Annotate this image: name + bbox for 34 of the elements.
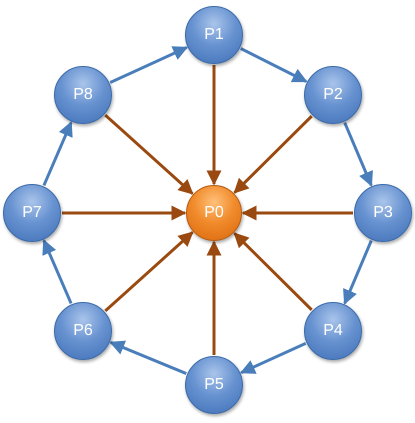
arrow [242, 206, 353, 220]
node-label: P5 [204, 376, 224, 394]
process-circle [304, 302, 362, 360]
arrow [343, 240, 373, 305]
hub-circle [186, 185, 242, 241]
process-circle [304, 66, 362, 124]
arrow [104, 114, 194, 195]
arrow [42, 239, 72, 304]
arrow [206, 240, 222, 355]
node-label: P6 [73, 322, 93, 340]
node-label: P1 [204, 26, 224, 44]
arrow [104, 231, 194, 312]
process-circle [185, 356, 243, 414]
process-circle [54, 302, 112, 360]
arrow [234, 115, 313, 194]
arrow [42, 121, 73, 186]
arrow [110, 46, 188, 84]
node-label: P8 [73, 86, 93, 104]
process-circle [354, 184, 412, 242]
arrow [62, 206, 186, 220]
arrow [206, 65, 222, 186]
arrow [109, 340, 187, 375]
node-label: P4 [323, 322, 343, 340]
arrow [240, 47, 308, 83]
node-label: P0 [204, 204, 224, 222]
node-label: P2 [323, 86, 343, 104]
process-circle [54, 66, 112, 124]
node-label: P3 [373, 204, 393, 222]
arrow [234, 232, 313, 311]
process-circle [3, 184, 61, 242]
node-label: P7 [22, 204, 42, 222]
arrow [240, 342, 306, 374]
arrow [343, 122, 373, 187]
process-circle [185, 6, 243, 64]
